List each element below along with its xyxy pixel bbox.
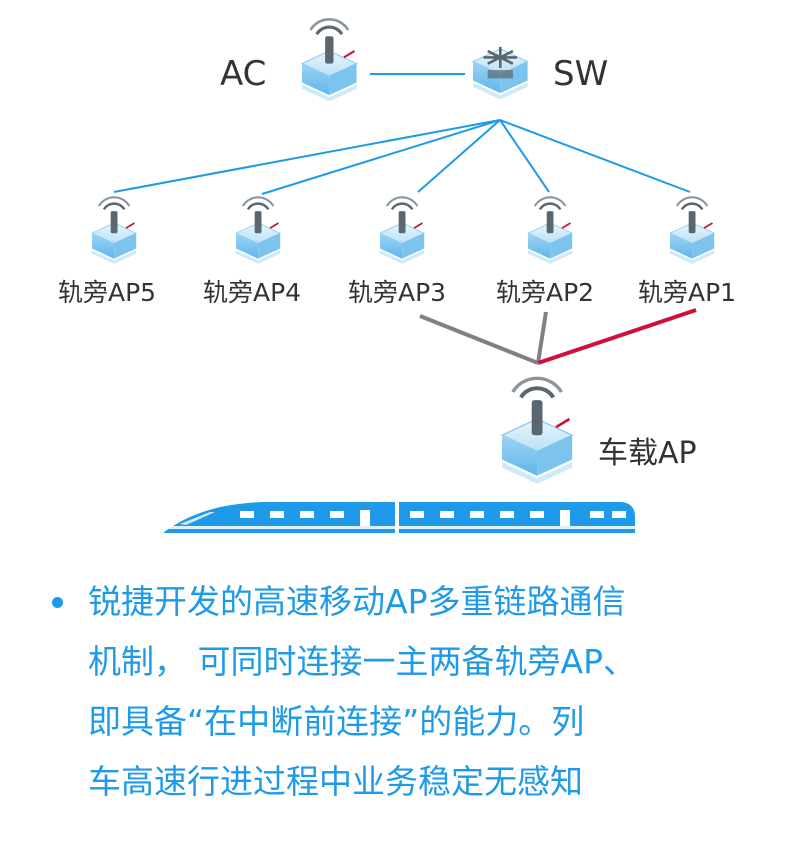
train-icon — [164, 502, 635, 533]
bullet-icon — [52, 597, 63, 608]
vehicle-ap-icon — [502, 378, 572, 484]
link-ap3-vehicle-backup — [419, 314, 539, 365]
link-sw-ap5 — [113, 119, 501, 193]
link-ap2-vehicle-backup — [536, 311, 548, 364]
ap2-icon — [528, 197, 572, 263]
ap2-label: 轨旁AP2 — [496, 278, 595, 307]
vehicle-ap-label: 车载AP — [598, 436, 697, 471]
ac-icon — [302, 19, 357, 101]
ap3-label: 轨旁AP3 — [348, 278, 447, 307]
feature-description: 锐捷开发的高速移动AP多重链路通信 机制， 可同时连接一主两备轨旁AP、 即具备… — [40, 572, 780, 812]
link-sw-ap2 — [499, 119, 550, 193]
link-sw-ap3 — [417, 119, 501, 193]
ac-label: AC — [220, 54, 267, 94]
network-diagram — [0, 0, 796, 533]
ap1-label: 轨旁AP1 — [638, 278, 737, 307]
ap4-label: 轨旁AP4 — [203, 278, 302, 307]
ap3-icon — [380, 197, 424, 263]
switch-icon — [473, 47, 528, 100]
description-line-2: 机制， 可同时连接一主两备轨旁AP、 — [88, 642, 636, 681]
link-sw-ap1 — [499, 119, 691, 193]
ap5-label: 轨旁AP5 — [58, 278, 157, 307]
link-ap1-vehicle-primary — [537, 308, 697, 365]
ap5-icon — [92, 197, 136, 263]
link-sw-ap4 — [261, 119, 501, 195]
sw-label: SW — [553, 54, 609, 94]
description-line-4: 车高速行进过程中业务稳定无感知 — [88, 762, 583, 801]
description-line-1: 锐捷开发的高速移动AP多重链路通信 — [88, 582, 626, 621]
ap4-icon — [236, 197, 280, 263]
ap1-icon — [670, 197, 714, 263]
description-line-3: 即具备“在中断前连接”的能力。列 — [88, 702, 585, 741]
